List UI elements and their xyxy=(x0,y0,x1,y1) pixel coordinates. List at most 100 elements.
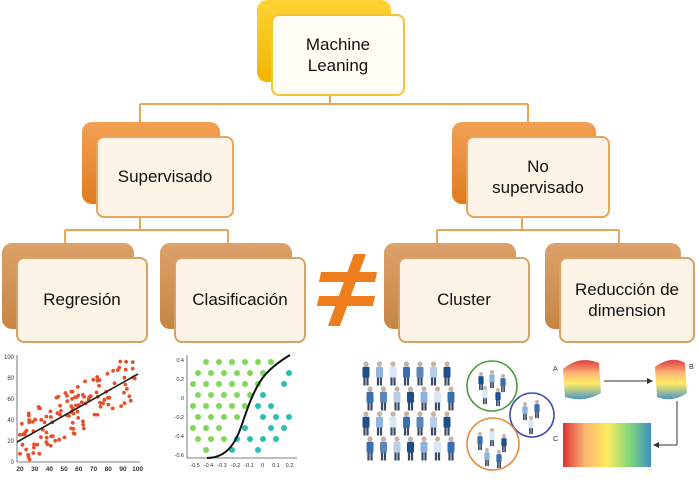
classification-x-tick: -0.2 xyxy=(231,463,240,469)
regression-y-tick: 40 xyxy=(7,418,14,424)
regression-point xyxy=(91,377,96,382)
classification-point xyxy=(229,359,235,365)
regression-y-tick: 20 xyxy=(7,439,14,445)
person-figure xyxy=(434,386,441,411)
classification-y-tick: -0.4 xyxy=(175,434,184,440)
classification-point xyxy=(234,414,240,420)
regression-point xyxy=(69,389,74,394)
person-figure xyxy=(447,436,455,461)
person-figure xyxy=(443,411,451,436)
regression-point xyxy=(81,419,85,424)
regression-point xyxy=(98,404,103,409)
person-figure xyxy=(447,386,455,411)
regression-x-tick: 20 xyxy=(16,466,24,473)
classification-point xyxy=(260,414,266,420)
regression-point xyxy=(70,420,75,425)
node-clasificacion-label: Clasificación xyxy=(174,257,306,343)
regression-point xyxy=(69,404,74,409)
classification-point xyxy=(281,381,287,387)
people-crowd-image xyxy=(362,361,455,461)
regression-point xyxy=(71,411,76,416)
person-figure xyxy=(443,361,451,386)
classification-point xyxy=(247,436,253,442)
regression-point xyxy=(65,393,69,398)
regression-point xyxy=(49,415,53,419)
regression-point xyxy=(65,399,70,404)
regression-point xyxy=(88,394,93,399)
regression-point xyxy=(37,451,42,456)
regression-x-tick: 30 xyxy=(31,466,39,473)
regression-point xyxy=(122,375,127,380)
classification-point xyxy=(190,425,196,431)
node-regresion-label: Regresión xyxy=(16,257,148,343)
person-figure xyxy=(362,361,370,386)
person-figure xyxy=(403,411,410,436)
regression-point xyxy=(33,417,38,422)
regression-point xyxy=(48,443,53,448)
classification-x-tick: 0.2 xyxy=(286,463,294,469)
regression-point xyxy=(24,447,29,452)
regression-point xyxy=(97,378,102,382)
classification-point xyxy=(268,425,274,431)
person-figure xyxy=(380,436,387,461)
person-figure xyxy=(393,436,401,461)
person-figure xyxy=(380,386,387,411)
regression-point xyxy=(74,395,79,399)
regression-point xyxy=(130,360,135,364)
regression-point xyxy=(105,371,110,376)
classification-point xyxy=(208,414,214,420)
regression-point xyxy=(122,390,126,395)
classification-point xyxy=(255,403,261,409)
classification-point xyxy=(242,381,248,387)
person-figure xyxy=(389,411,397,436)
regression-point xyxy=(56,394,61,399)
regression-point xyxy=(36,405,41,409)
regression-point xyxy=(49,434,54,439)
swiss-roll-a xyxy=(563,360,601,400)
classification-point xyxy=(281,425,287,431)
group-person-orange xyxy=(484,448,490,467)
person-figure xyxy=(403,361,410,386)
node-supervisado-label: Supervisado xyxy=(96,136,234,218)
classification-point xyxy=(195,414,201,420)
regression-point xyxy=(57,437,62,442)
dimred-label-c: C xyxy=(553,436,558,443)
regression-point xyxy=(98,400,102,405)
group-person-green xyxy=(489,370,495,389)
dimred-label-a: A xyxy=(553,366,558,373)
regression-point xyxy=(75,385,80,389)
regression-point xyxy=(74,403,78,408)
regression-point xyxy=(128,398,133,403)
classification-point xyxy=(286,414,292,420)
classification-y-tick: 0.4 xyxy=(176,358,184,364)
classification-point xyxy=(247,370,253,376)
classification-point xyxy=(229,381,235,387)
regression-point xyxy=(48,409,53,414)
group-person-green xyxy=(500,374,506,393)
regression-point xyxy=(62,435,67,440)
classification-point xyxy=(221,370,227,376)
regression-point xyxy=(81,393,85,397)
group-person-blue xyxy=(528,416,534,435)
classification-point xyxy=(242,359,248,365)
classification-point xyxy=(260,392,266,398)
classification-point xyxy=(242,425,248,431)
decision-boundary-curve xyxy=(206,354,291,459)
classification-point xyxy=(195,436,201,442)
classification-point xyxy=(216,359,222,365)
regression-point xyxy=(123,382,128,387)
regression-x-tick: 60 xyxy=(75,466,83,473)
cluster-circle-blue xyxy=(509,392,555,438)
classification-point xyxy=(216,403,222,409)
group-person-green xyxy=(482,386,488,405)
group-person-orange xyxy=(501,434,507,453)
classification-point xyxy=(203,447,209,453)
classification-point xyxy=(203,359,209,365)
regression-point xyxy=(95,412,100,417)
classification-point xyxy=(208,436,214,442)
classification-x-tick: -0.5 xyxy=(190,463,199,469)
person-figure xyxy=(366,436,374,461)
regression-point xyxy=(97,383,101,388)
